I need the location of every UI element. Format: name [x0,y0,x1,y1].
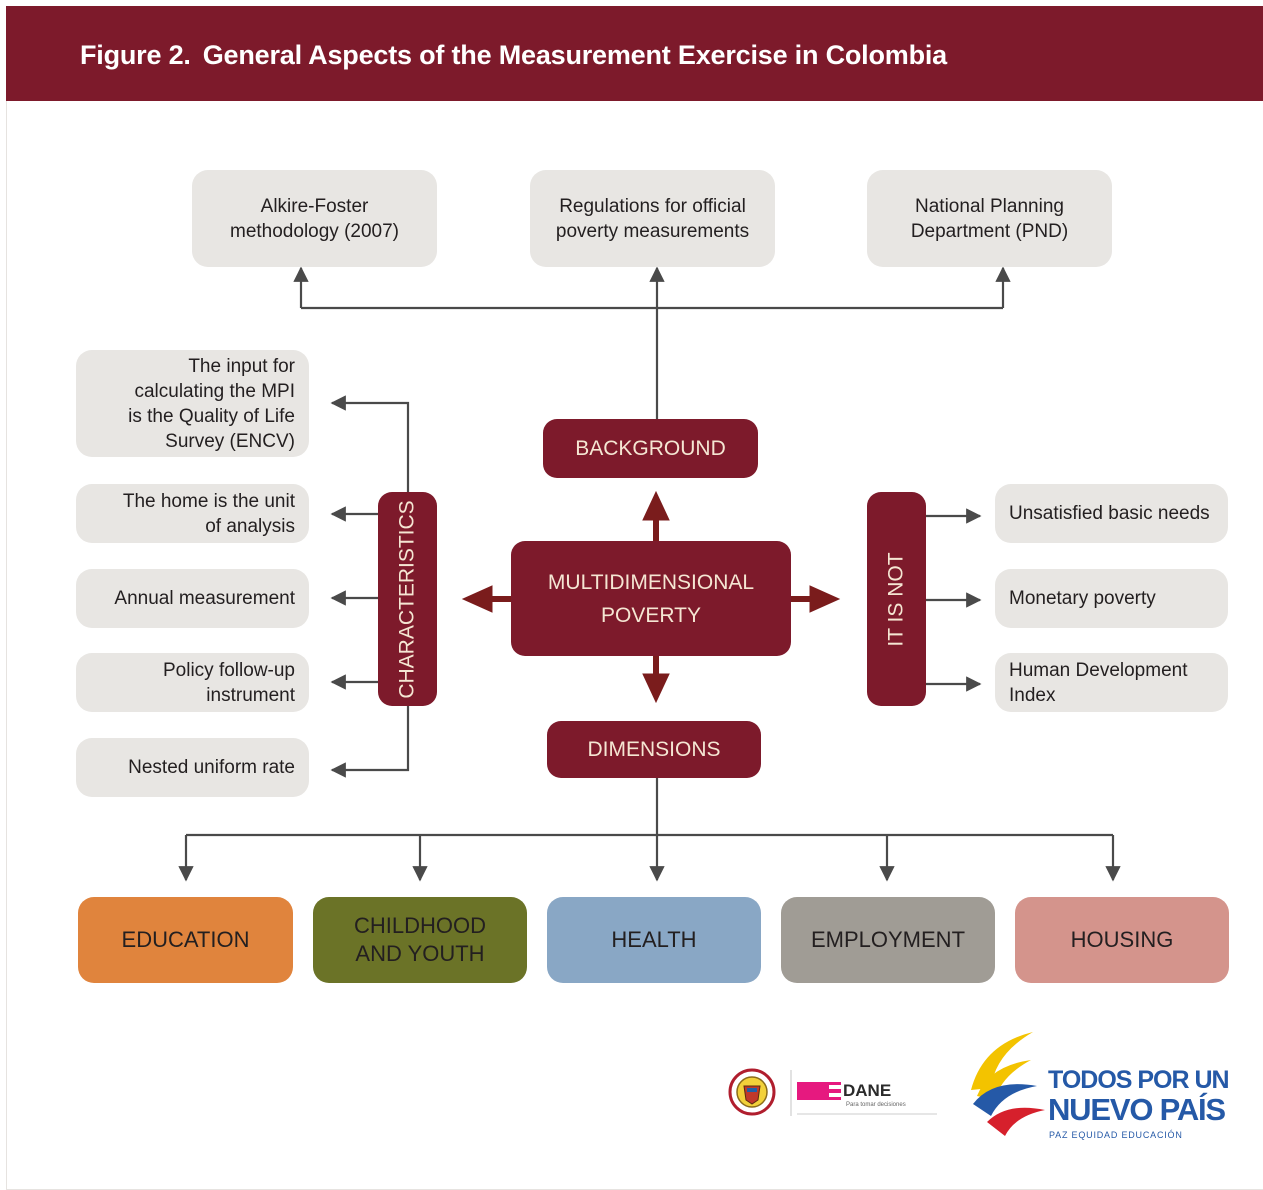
dimension-health: HEALTH [547,897,761,983]
characteristic-item-annual: Annual measurement [76,569,309,628]
background-hub: BACKGROUND [543,419,758,478]
figure-title: Figure 2.General Aspects of the Measurem… [80,40,947,70]
it-is-not-item-monetary-poverty: Monetary poverty [995,569,1228,628]
it-is-not-item-unsatisfied-needs: Unsatisfied basic needs [995,484,1228,543]
slogan-tagline: PAZ EQUIDAD EDUCACIÓN [1049,1130,1183,1140]
it-is-not-item-hdi: Human Development Index [995,653,1228,712]
svg-text:Para tomar decisiones: Para tomar decisiones [846,1102,906,1108]
characteristic-item-policy: Policy follow-up instrument [76,653,309,712]
nuevo-pais-emblem-icon [971,1032,1045,1136]
it-is-not-hub: IT IS NOT [867,492,926,706]
connector-characteristics-bottom [330,706,410,778]
colombia-seal-icon [728,1068,776,1116]
slogan-line1: TODOS POR UN [1048,1066,1229,1094]
dimension-housing: HOUSING [1015,897,1229,983]
center-arrow-down-head [642,673,670,704]
center-arrow-right-head [809,585,841,613]
dane-logo: DANE Para tomar decisiones [797,1081,906,1108]
figure-header: Figure 2.General Aspects of the Measurem… [6,6,1263,101]
svg-text:DANE: DANE [843,1081,891,1100]
characteristic-item-home-unit: The home is the unit of analysis [76,484,309,543]
dimension-employment: EMPLOYMENT [781,897,995,983]
characteristics-hub: CHARACTERISTICS [378,492,437,706]
logos-footer: DANE Para tomar decisiones TODOS POR UN … [728,1032,1230,1140]
dimensions-hub: DIMENSIONS [547,721,761,778]
slogan-line2: NUEVO PAÍS [1048,1092,1225,1127]
connector-characteristics-top [330,395,410,492]
dimension-education: EDUCATION [78,897,293,983]
center-arrow-up-head [642,490,670,521]
characteristic-item-input-encv: The input for calculating the MPI is the… [76,350,309,457]
characteristic-item-nested-rate: Nested uniform rate [76,738,309,797]
center-arrow-left-head [461,585,493,613]
